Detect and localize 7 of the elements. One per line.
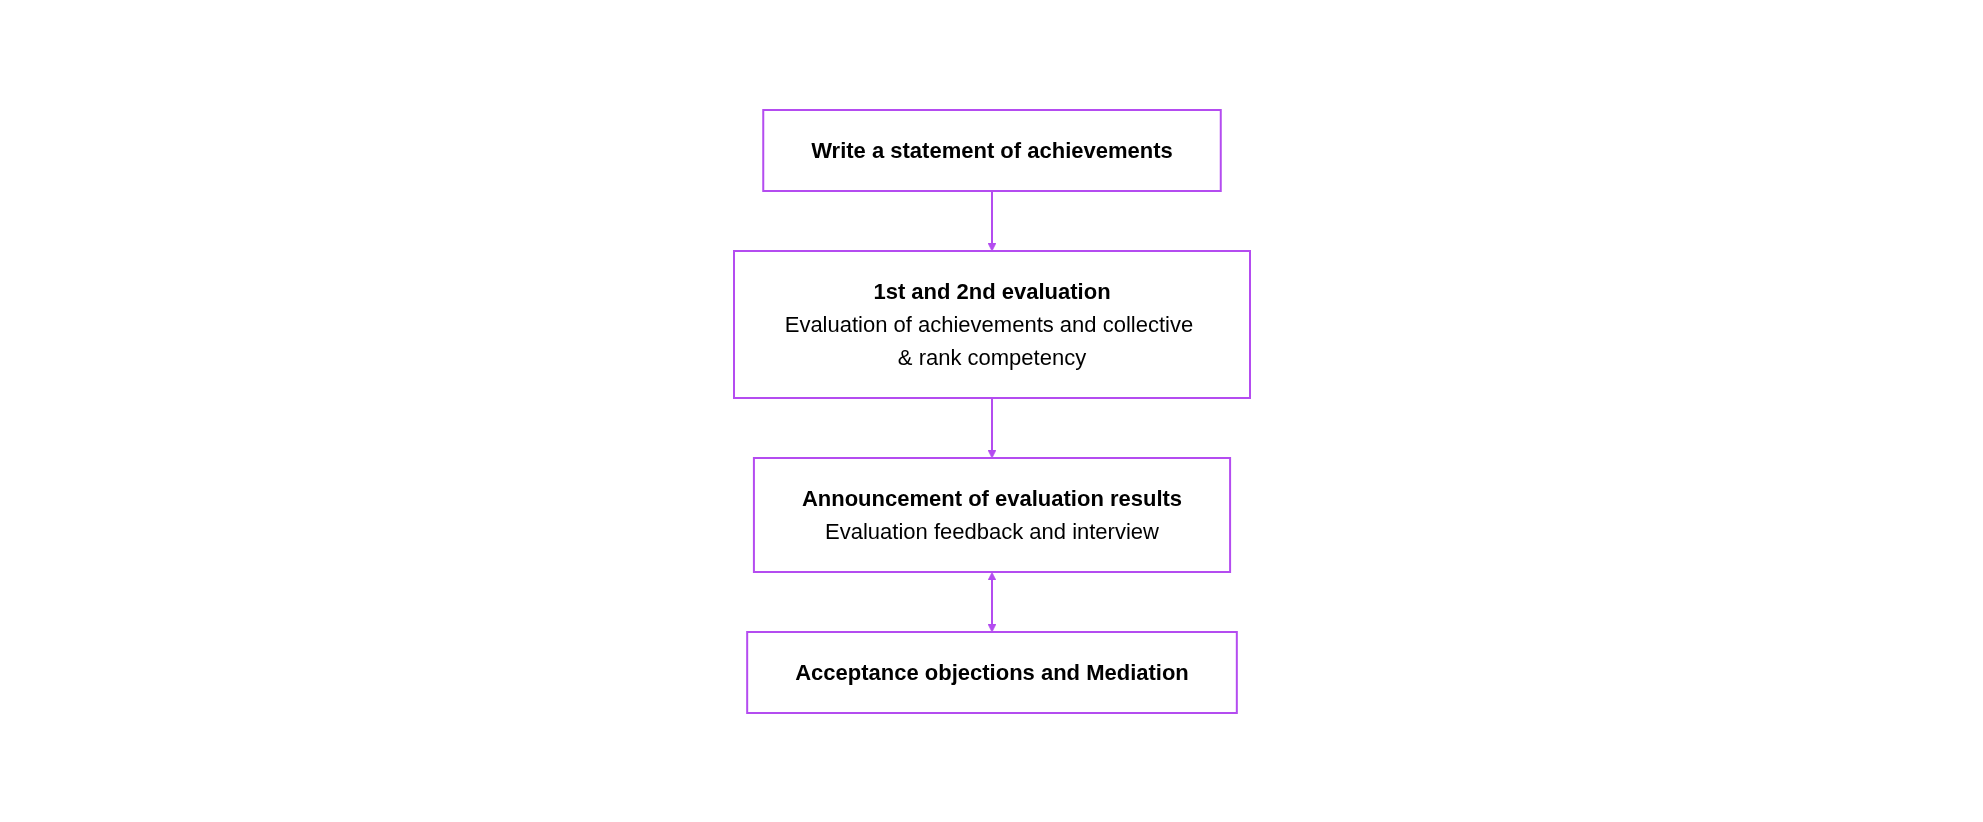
- arrow: [987, 189, 996, 251]
- arrow: [987, 396, 996, 458]
- arrow: [987, 571, 996, 632]
- node-box: Acceptance objections and Mediation: [745, 630, 1238, 714]
- node-box: Write a statement of achievements: [761, 108, 1222, 192]
- node-box: Announcement of evaluation results Evaluation feedback and interview: [752, 456, 1231, 573]
- node-box: 1st and 2nd evaluation Evaluation of achievements and collective & rank competency: [732, 249, 1251, 399]
